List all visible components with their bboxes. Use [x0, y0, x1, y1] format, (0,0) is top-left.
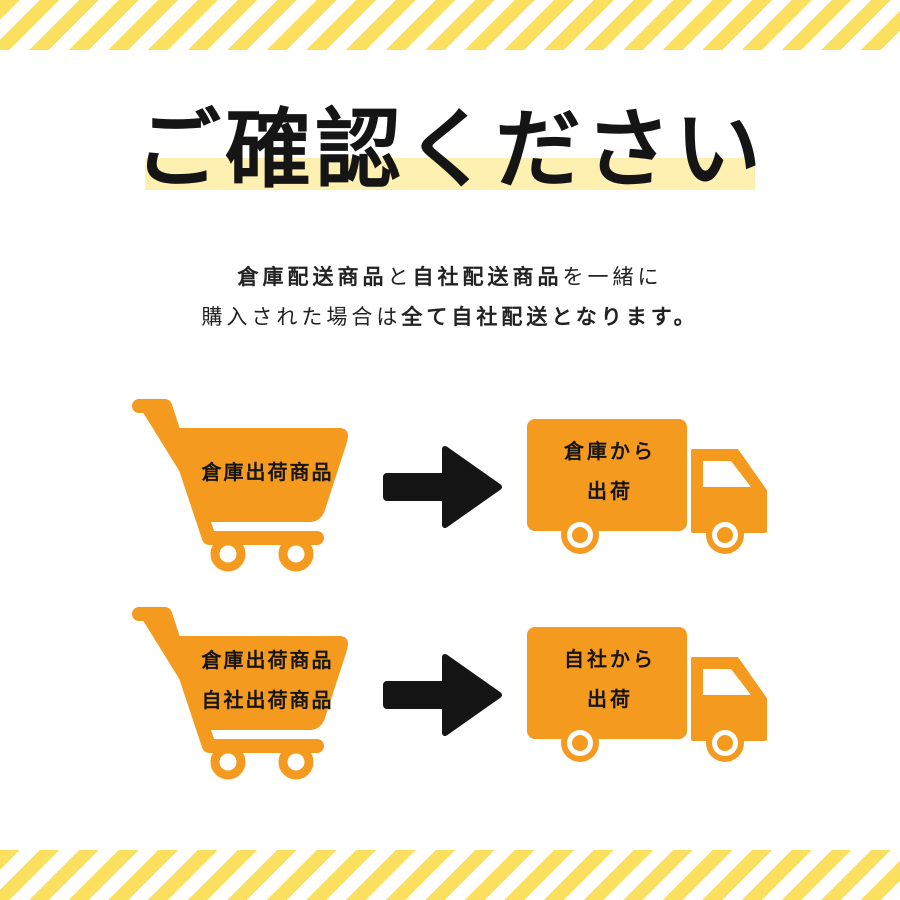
notice-and: と: [387, 265, 413, 289]
notice-own-goods: 自社配送商品: [412, 265, 563, 289]
top-stripe-band: [0, 0, 900, 50]
page-title: ご確認ください: [135, 100, 765, 200]
truck-label-warehouse: 倉庫から 出荷: [530, 431, 690, 511]
notice-line-2: 購入された場合は全て自社配送となります。: [0, 302, 900, 332]
arrow-right-icon: [383, 446, 502, 528]
truck-label-own: 自社から 出荷: [530, 639, 690, 719]
bottom-stripe-band: [0, 850, 900, 900]
cart-icon: [132, 399, 348, 572]
cart-icon: [132, 607, 348, 780]
title-highlight: [145, 158, 755, 190]
arrow-right-icon: [383, 654, 502, 736]
truck-own: 自社から 出荷: [525, 621, 770, 766]
truck-icon: [527, 627, 767, 762]
notice-line-1: 倉庫配送商品と自社配送商品を一緒に: [0, 262, 900, 292]
cart-mixed: 倉庫出荷商品 自社出荷商品: [125, 606, 360, 786]
cart-label-line: 自社出荷商品: [201, 688, 334, 712]
notice-warehouse-goods: 倉庫配送商品: [237, 265, 388, 289]
truck-icon: [527, 419, 767, 554]
cart-warehouse: 倉庫出荷商品: [125, 398, 360, 578]
cart-label-warehouse: 倉庫出荷商品: [201, 460, 334, 484]
truck-label-line: 出荷: [587, 479, 633, 503]
notice-together: を一緒に: [562, 265, 663, 289]
notice-all-own-delivery: 全て自社配送となります。: [401, 305, 699, 329]
truck-label-line: 自社から: [564, 647, 656, 671]
cart-label-mixed: 倉庫出荷商品 自社出荷商品: [155, 640, 380, 720]
truck-label-line: 倉庫から: [564, 439, 656, 463]
notice-when-purchased: 購入された場合は: [201, 305, 402, 329]
truck-warehouse: 倉庫から 出荷: [525, 413, 770, 558]
truck-label-line: 出荷: [587, 687, 633, 711]
cart-label-line: 倉庫出荷商品: [201, 648, 334, 672]
